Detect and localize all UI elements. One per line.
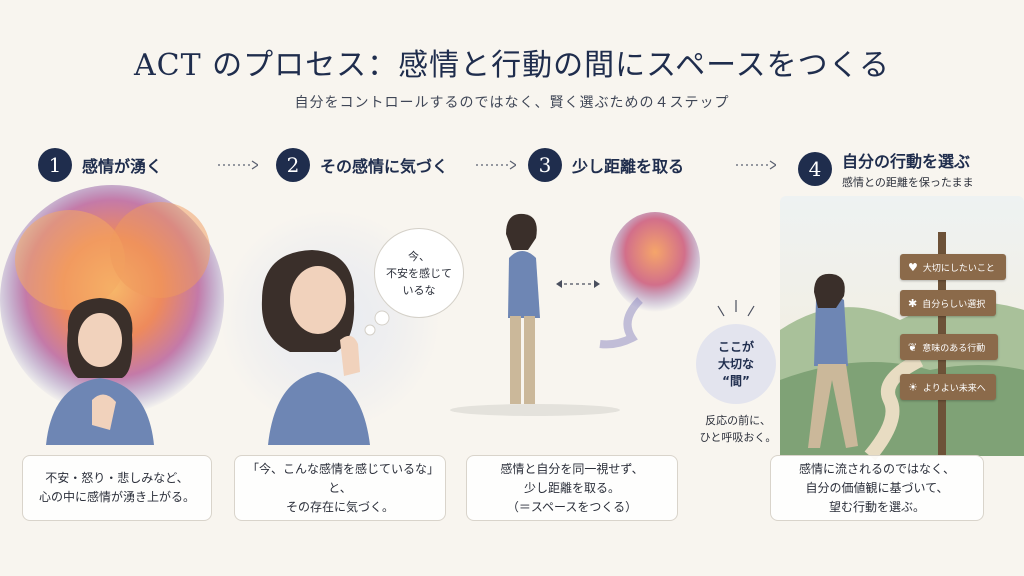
step-number-badge: 2 xyxy=(276,148,310,182)
emotion-cloud-small xyxy=(610,212,700,312)
page-title: ACT のプロセス：感情と行動の間にスペースをつくる xyxy=(134,48,890,83)
step-arrow-3 xyxy=(736,160,776,170)
step3-illustration xyxy=(450,212,700,416)
step-title: 自分の行動を選ぶ xyxy=(842,152,971,171)
thought-bubble: 今、 不安を感じて いるな xyxy=(374,228,464,318)
space-label-circle: ここが 大切な “間” xyxy=(696,324,776,404)
space-note: 反応の前に、 ひと呼吸おく。 xyxy=(690,412,786,446)
sign-future: ☀ よりよい未来へ xyxy=(900,374,996,400)
step-number-badge: 3 xyxy=(528,148,562,182)
caption-line: 少し距離を取る。 xyxy=(523,480,620,495)
space-label-line: “間” xyxy=(722,373,750,388)
step-2-header: 2 その感情に気づく xyxy=(276,148,448,182)
step-3-caption: 感情と自分を同一視せず、 少し距離を取る。 （＝スペースをつくる） xyxy=(466,455,678,521)
person-icon: ✱ xyxy=(908,296,918,310)
space-note-line: ひと呼吸おく。 xyxy=(699,431,777,444)
caption-line: その存在に気づく。 xyxy=(285,499,394,514)
space-label-line: ここが xyxy=(717,339,754,354)
step-subtitle: 感情との距離を保ったまま xyxy=(842,176,974,189)
page-subtitle: 自分をコントロールするのではなく、賢く選ぶための４ステップ xyxy=(294,95,730,111)
sign-label: よりよい未来へ xyxy=(922,383,986,394)
step-title: 少し距離を取る xyxy=(572,157,685,176)
sign-choice: ✱ 自分らしい選択 xyxy=(900,290,996,316)
caption-line: 望む行動を選ぶ。 xyxy=(828,499,925,514)
sign-label: 大切にしたいこと xyxy=(922,263,995,274)
sun-icon: ☀ xyxy=(908,380,918,394)
step1-illustration xyxy=(0,185,224,445)
step-2-caption: 「今、こんな感情を感じているな」と、 その存在に気づく。 xyxy=(234,455,446,521)
heart-icon: ♥ xyxy=(908,260,918,274)
step4-illustration xyxy=(780,196,1024,461)
sign-label: 自分らしい選択 xyxy=(922,299,986,310)
step-arrow-1 xyxy=(218,160,258,170)
caption-line: 自分の価値観に基づいて、 xyxy=(805,480,949,495)
sign-action: ❦ 意味のある行動 xyxy=(900,334,998,360)
caption-line: 不安・怒り・悲しみなど、 xyxy=(45,471,189,485)
step-4-header: 4 自分の行動を選ぶ 感情との距離を保ったまま xyxy=(798,148,974,190)
person-face xyxy=(78,313,122,367)
step-title: その感情に気づく xyxy=(320,157,449,176)
bubble-line: いるな xyxy=(402,283,436,297)
step-1-caption: 不安・怒り・悲しみなど、 心の中に感情が湧き上がる。 xyxy=(22,455,212,521)
leaf-icon: ❦ xyxy=(908,340,918,354)
bubble-line: 不安を感じて xyxy=(386,266,452,280)
space-label-line: 大切な xyxy=(717,356,754,371)
step-1-header: 1 感情が湧く xyxy=(38,148,162,182)
caption-line: 感情と自分を同一視せず、 xyxy=(500,461,644,476)
caption-line: 心の中に感情が湧き上がる。 xyxy=(38,490,195,504)
caption-line: 「今、こんな感情を感じているな」と、 xyxy=(246,461,433,495)
sign-label: 意味のある行動 xyxy=(922,343,986,354)
sign-value: ♥ 大切にしたいこと xyxy=(900,254,1006,280)
space-note-line: 反応の前に、 xyxy=(705,414,771,427)
step-number-badge: 4 xyxy=(798,152,832,186)
step-title: 感情が湧く xyxy=(82,157,163,176)
step-arrow-2 xyxy=(476,160,516,170)
caption-line: 感情に流されるのではなく、 xyxy=(798,461,955,476)
step-3-header: 3 少し距離を取る xyxy=(528,148,684,182)
caption-line: （＝スペースをつくる） xyxy=(506,499,638,514)
step-number-badge: 1 xyxy=(38,148,72,182)
step-4-caption: 感情に流されるのではなく、 自分の価値観に基づいて、 望む行動を選ぶ。 xyxy=(770,455,984,521)
bubble-line: 今、 xyxy=(408,249,430,263)
person-face xyxy=(290,266,346,334)
space-spark xyxy=(717,300,755,317)
